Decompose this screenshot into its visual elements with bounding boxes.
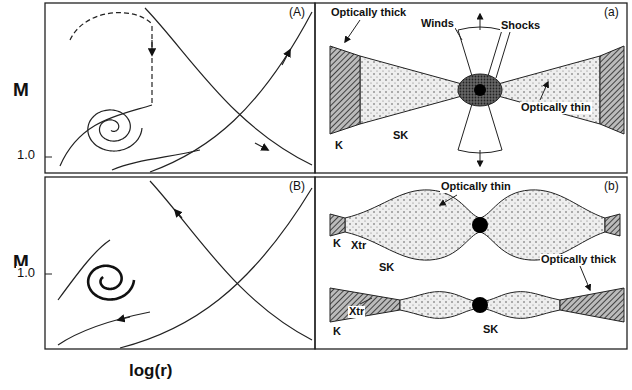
arrow (151, 40, 152, 55)
wind-cone (458, 27, 502, 76)
panel-tag: (a) (603, 6, 620, 19)
leader-line (496, 32, 510, 78)
axis-label: M (12, 80, 30, 100)
region-label: Winds (420, 18, 455, 30)
spiral-curve (88, 110, 142, 151)
region-label: Optically thick (330, 7, 407, 19)
optically-thin-disk (360, 56, 462, 124)
spirals (88, 110, 142, 300)
optically-thin-disk (498, 56, 600, 124)
wind-cone (458, 104, 502, 153)
panel-frame (45, 3, 315, 173)
region-label: SK (392, 130, 409, 142)
panel-tag: (B) (288, 180, 306, 193)
region-label: SK (482, 324, 499, 336)
leader-line (345, 20, 360, 42)
region-label: K (332, 326, 342, 338)
ascending-curve (150, 12, 312, 172)
arrow (255, 143, 268, 150)
region-label: Xtr (348, 306, 365, 318)
region-label: Optically thick (540, 254, 617, 266)
dashed-curve (70, 13, 152, 40)
optically-thick-disk (330, 288, 400, 322)
arrow (118, 317, 130, 320)
region-label: Shocks (500, 20, 541, 32)
spiral-branch (60, 105, 152, 166)
disk-a (330, 14, 624, 166)
tick-label: 1.0 (16, 148, 36, 162)
spiral-branch (58, 240, 110, 300)
tick-label: 1.0 (16, 266, 36, 280)
mach-curves (58, 181, 312, 348)
lower-branch (58, 312, 150, 345)
descending-curve (145, 8, 312, 165)
panel-frame (315, 3, 627, 173)
spiral-curve (88, 266, 134, 300)
leader-line (580, 266, 590, 290)
ascending-curve (120, 188, 312, 348)
panel-frame (45, 177, 315, 349)
panel-tag: (A) (288, 6, 306, 19)
dashed-shock (151, 26, 152, 105)
central-object (472, 297, 488, 313)
arrow (175, 210, 182, 218)
optically-thin-disk (345, 190, 605, 260)
optically-thick-disk (330, 214, 345, 236)
descending-curve (150, 181, 312, 340)
region-label: K (334, 140, 344, 152)
central-object (472, 217, 488, 233)
leader-line (455, 28, 462, 40)
wind-arrow (480, 150, 481, 166)
region-label: SK (378, 262, 395, 274)
region-label: Xtr (350, 240, 367, 252)
optically-thick-disk (330, 46, 360, 134)
panel-tag: (b) (603, 180, 620, 193)
region-label: K (332, 238, 342, 250)
shock-region (458, 74, 502, 106)
lower-branch (112, 150, 200, 170)
optically-thick-disk (560, 288, 624, 322)
leader-line (540, 82, 548, 100)
disk-b-thin (330, 190, 620, 260)
axis-tick (45, 157, 52, 158)
optically-thick-disk (605, 214, 620, 236)
region-label: Optically thin (440, 181, 512, 193)
central-object (474, 84, 486, 96)
panel-frame (315, 177, 627, 349)
mach-curves (60, 8, 312, 172)
optically-thin-region (400, 292, 560, 319)
disk-b-thick (330, 266, 624, 322)
arrow (282, 50, 290, 65)
axis-tick (45, 274, 52, 275)
region-label: Optically thin (520, 102, 592, 114)
leader-line (360, 298, 372, 304)
optically-thick-disk (600, 46, 624, 134)
wind-arrow (480, 14, 481, 30)
leader-line (440, 195, 457, 205)
axis-label: log(r) (128, 362, 173, 380)
